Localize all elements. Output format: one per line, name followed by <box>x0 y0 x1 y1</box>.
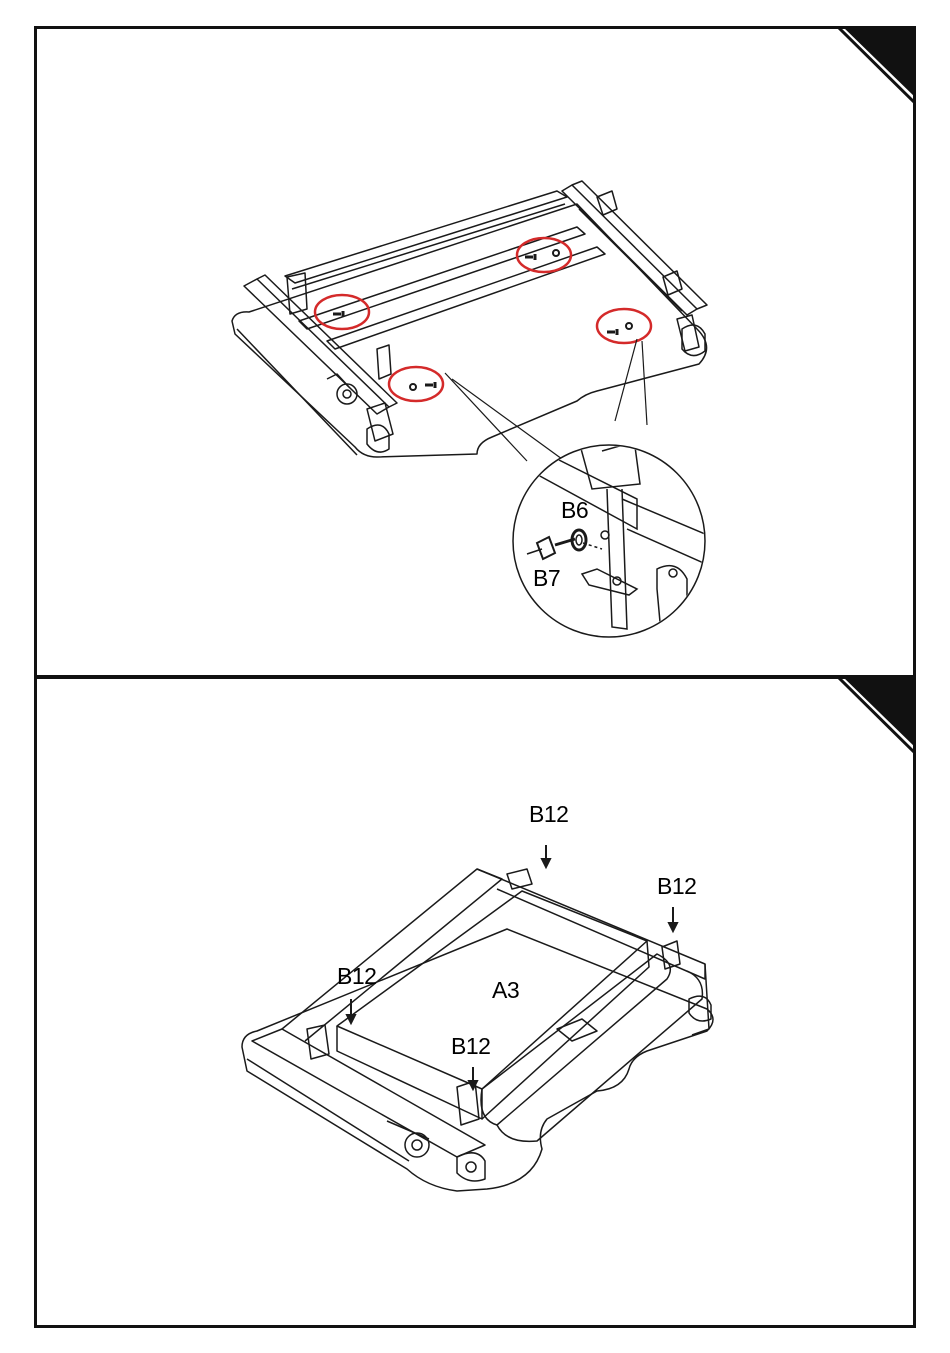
callout-b6: B6 <box>561 499 588 522</box>
desk-frame-underside <box>232 181 707 457</box>
callout-b12-front: B12 <box>451 1035 490 1058</box>
assembly-step-1-panel: B6 B7 <box>34 26 916 678</box>
callout-b12-right: B12 <box>657 875 696 898</box>
detail-leader-lines <box>445 339 647 461</box>
step-corner-tab <box>837 29 916 107</box>
callout-b12-left: B12 <box>337 965 376 988</box>
assembly-step-2-drawing <box>37 679 916 1328</box>
assembly-step-2-panel: B12 B12 B12 B12 A3 <box>34 676 916 1328</box>
step-corner-tab <box>837 679 916 757</box>
callout-a3-tray: A3 <box>492 979 519 1002</box>
highlight-circles <box>315 238 651 401</box>
desk-frame-with-tray <box>242 869 713 1191</box>
detail-magnifier <box>513 424 717 644</box>
highlight-circle <box>597 309 651 343</box>
callout-b12-back: B12 <box>529 803 568 826</box>
assembly-step-1-drawing <box>37 29 916 678</box>
callout-b7: B7 <box>533 567 560 590</box>
